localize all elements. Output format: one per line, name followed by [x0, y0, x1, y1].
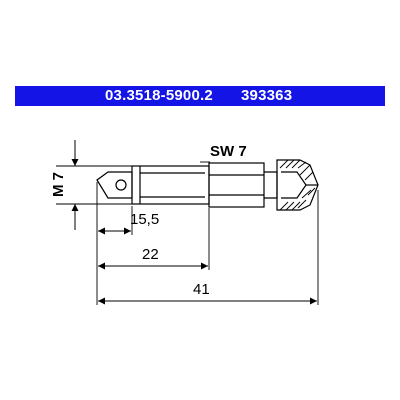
extension-lines	[56, 161, 319, 305]
threaded-shank	[131, 165, 210, 205]
header-bar: 03.3518-5900.2 393363	[15, 86, 385, 106]
screw-neck	[264, 171, 278, 199]
dim-label-15-5: 15,5	[130, 211, 159, 228]
dim-label-22: 22	[142, 246, 159, 263]
cap-head	[276, 159, 319, 211]
hex-section	[208, 162, 265, 208]
cross-hole	[115, 179, 127, 191]
dim-label-41: 41	[193, 281, 210, 298]
part-number: 03.3518-5900.2	[105, 87, 213, 104]
wrench-size-label: SW 7	[210, 143, 247, 160]
thread-size-label: M 7	[50, 172, 67, 197]
reference-number: 393363	[241, 87, 293, 104]
dimension-lines	[71, 140, 317, 305]
bleeder-screw-outline	[96, 159, 319, 211]
screw-tip	[96, 171, 133, 199]
cap-hatching	[279, 159, 316, 211]
